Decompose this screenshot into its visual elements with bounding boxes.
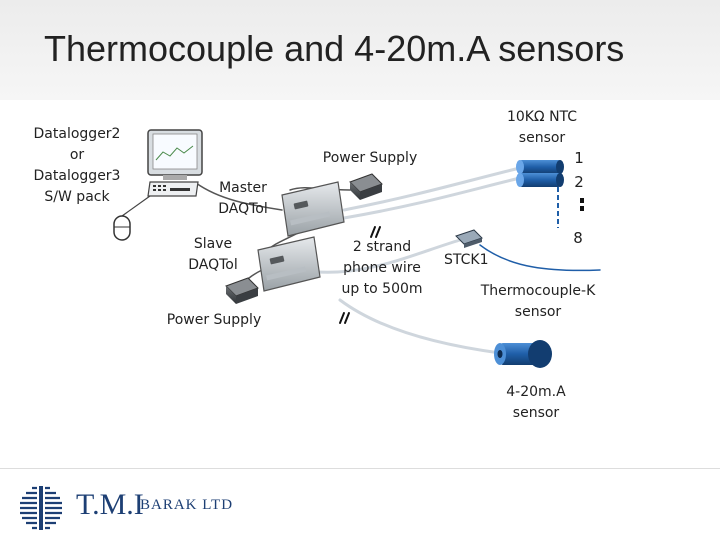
phone-break-mark-2b [344, 312, 350, 324]
slide-title: Thermocouple and 4-20m.A sensors [44, 28, 625, 69]
ntc-sensor-1 [516, 160, 564, 174]
ntc-label-line: sensor [518, 130, 566, 146]
current-sensor-label: 4-20m.A sensor [486, 382, 586, 424]
software-label-line: Datalogger3 [33, 168, 121, 184]
footer-divider [0, 468, 720, 469]
power-supply-bottom-label: Power Supply [166, 312, 262, 328]
power-supply-top-icon [349, 173, 383, 200]
master-label: Master DAQTol [208, 178, 278, 220]
phone-break-mark-2a [339, 312, 345, 324]
phone-wire-lower [342, 176, 522, 220]
software-label-line: S/W pack [44, 189, 110, 205]
slave-label-line: DAQTol [188, 257, 238, 273]
slave-daqtol-device [257, 236, 321, 292]
wire-label-line: 2 strand [352, 239, 412, 255]
master-daqtol-device [281, 181, 345, 237]
software-label: Datalogger2 or Datalogger3 S/W pack [28, 124, 126, 208]
power-supply-bottom-icon [225, 277, 259, 304]
software-label-line: or [69, 147, 85, 163]
power-supply-top-label: Power Supply [322, 150, 418, 166]
stck-label: STCK1 [444, 252, 489, 268]
wire-label-line: phone wire [343, 260, 421, 276]
ntc-label: 10KΩ NTC sensor [492, 107, 592, 149]
computer-icon [113, 129, 203, 241]
logo-suffix: BARAK LTD [140, 497, 234, 513]
ntc-index-8: 8 [573, 229, 583, 247]
phone-break-mark-1b [375, 226, 381, 238]
thermocouple-label-line: sensor [514, 304, 562, 320]
current-sensor-icon [494, 340, 552, 368]
pc-to-master-cable [195, 182, 283, 211]
slave-to-stck-wire [298, 238, 462, 274]
slave-label: Slave DAQTol [178, 234, 248, 276]
software-label-line: Datalogger2 [33, 126, 121, 142]
ntc-index-1: 1 [574, 149, 584, 167]
slave-label-line: Slave [193, 236, 233, 252]
ntc-sensor-2 [516, 173, 564, 187]
current-sensor-label-line: sensor [512, 405, 560, 421]
wire-label-line: up to 500m [341, 281, 423, 297]
phone-wire-upper [342, 166, 522, 212]
stck1-module [455, 229, 483, 248]
stck-to-thermocouple-wire [479, 244, 601, 272]
wires [195, 166, 601, 355]
ntc-label-line: 10KΩ NTC [506, 109, 578, 125]
stck-to-current-wire [338, 298, 502, 355]
current-sensor-label-line: 4-20m.A [506, 384, 566, 400]
thermocouple-label: Thermocouple-K sensor [468, 281, 608, 323]
title-band [0, 0, 720, 100]
thermocouple-label-line: Thermocouple-K [480, 283, 596, 299]
ntc-index-2: 2 [574, 173, 584, 191]
logo-name: T.M.I [76, 488, 144, 521]
company-logo-emblem [20, 486, 62, 530]
wire-label: 2 strand phone wire up to 500m [330, 237, 434, 300]
phone-break-mark-1a [370, 226, 376, 238]
master-label-line: DAQTol [218, 201, 268, 217]
master-label-line: Master [219, 180, 267, 196]
